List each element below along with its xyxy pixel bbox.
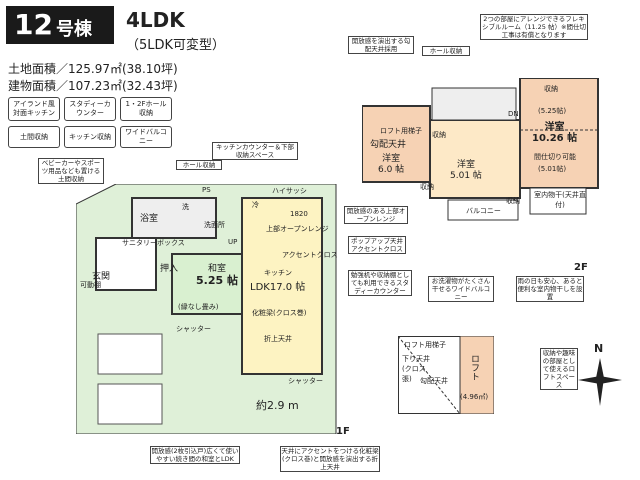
callout-open-range: 開放感のある上部オープンレンジ <box>344 206 408 224</box>
down-label: DN <box>508 110 519 118</box>
closet: 押入 <box>160 264 179 274</box>
shutter-b: シャッター <box>288 377 323 385</box>
accent-cloth-label: アクセントクロス <box>282 251 338 259</box>
balcony-label: バルコニー <box>466 207 501 215</box>
shutter-a: シャッター <box>176 325 211 333</box>
loft-ladder-label-2f: ロフト用梯子 <box>380 127 422 135</box>
movable-shelf-label: 可動棚 <box>80 281 101 289</box>
compass: N <box>572 342 628 410</box>
feature-kitchen-storage: キッチン収納 <box>64 126 116 148</box>
room-part-a: (5.25帖) <box>538 107 567 115</box>
land-area: 土地面積／125.97㎡(38.10坪) <box>8 62 178 76</box>
feature-hall-storage: 1・2Fホール収納 <box>120 97 172 121</box>
loft-below: 下り天井(クロス張) <box>402 355 430 383</box>
dimension-label: 1820 <box>290 210 308 218</box>
layout-title: 4LDK <box>126 8 185 32</box>
fridge-label: 冷 <box>252 201 259 209</box>
beam-label: 化粧梁(クロス巻) <box>252 309 307 317</box>
feature-island-kitchen: アイランド風対面キッチン <box>8 97 60 121</box>
up-label: UP <box>228 238 238 246</box>
bathroom: 浴室 <box>140 214 159 224</box>
building-area: 建物面積／107.23㎡(32.43坪) <box>8 79 178 93</box>
fold-ceiling-label: 折上天井 <box>264 335 292 343</box>
callout-fold-ceiling: 天井にアクセントをつける化粧梁(クロス巻)と開放感を演出する折上天井 <box>280 446 380 472</box>
compass-icon <box>578 358 622 406</box>
callout-wide-balcony: お洗濯物がたくさん干せるワイドバルコニー <box>428 276 494 302</box>
partition-label: 間仕切り可能 <box>534 153 576 161</box>
loft-slope: 勾配天井 <box>420 377 448 385</box>
callout-indoor-drying: 雨の日も安心、あると便利な室内物干しを設置 <box>516 276 584 302</box>
feature-doma-storage: 土間収納 <box>8 126 60 148</box>
loft-label: ロフト <box>469 354 479 381</box>
floor-label-2f: 2F <box>574 262 588 273</box>
lot-suffix: 号棟 <box>56 19 92 40</box>
callout-study-counter: 勉強机や収納棚としても利用できるスタディーカウンター <box>348 270 412 296</box>
storage-2f-wic: 収納 <box>544 85 558 93</box>
ps-label: PS <box>202 186 211 194</box>
callout-kitchen-counter: キッチンカウンター＆下部収納スペース <box>212 142 298 160</box>
callout-popup-ceiling: ポップアップ天井アクセントクロス <box>348 236 406 254</box>
callout-hall-storage-2f: ホール収納 <box>422 46 470 56</box>
washroom: 洗面所 <box>204 221 225 229</box>
storage-2f-b: 収納 <box>420 183 434 191</box>
feature-study-counter: スタディーカウンター <box>64 97 116 121</box>
storage-2f-a: 収納 <box>432 131 446 139</box>
feature-wide-balcony: ワイドバルコニー <box>120 126 172 148</box>
callout-sloped-ceiling: 開放感を演出する勾配天井採用 <box>348 36 414 54</box>
sloped-ceiling-label-2f: 勾配天井 <box>370 140 407 150</box>
width-label: 約2.9 m <box>256 399 299 412</box>
callout-flexible-room: 2つの部屋にアレンジできるフレキシブルルーム（11.25 帖）※間仕切工事は有償… <box>480 14 588 40</box>
layout-variant: （5LDK可変型） <box>126 38 226 53</box>
open-range-label: 上部オープンレンジ <box>266 225 329 233</box>
highsash-label: ハイサッシ <box>272 187 307 195</box>
callout-hall-storage-1f: ホール収納 <box>176 160 222 170</box>
floor-label-1f: 1F <box>336 426 350 437</box>
washer: 洗 <box>182 203 189 211</box>
callout-stroller-storage: ベビーカーやスポーツ用品なども置ける土間収納 <box>38 158 104 184</box>
lot-number-badge: 12 号棟 <box>6 6 114 44</box>
kitchen-label: キッチン <box>264 269 292 277</box>
tokonoma-label: (縁なし畳み) <box>178 303 219 311</box>
callout-tatami-ldk: 開放感(2枚引込戸)広くて使いやすい続き間の和室とLDK <box>150 446 240 464</box>
ldk-label: LDK17.0 帖 <box>250 282 306 293</box>
lot-number: 12 <box>14 8 53 41</box>
callout-loft-space: 収納や趣味の部屋として使えるロフトスペース <box>540 348 578 390</box>
loft-size: (4.96㎡) <box>460 393 489 401</box>
sanitary-box: サニタリーボックス <box>122 239 185 247</box>
room-part-b: (5.01帖) <box>538 165 567 173</box>
north-label: N <box>594 342 604 355</box>
entrance: 玄関 <box>92 272 111 282</box>
indoor-dryer-label: 室内物干(天井直付) <box>534 191 586 209</box>
storage-2f-c: 収納 <box>506 197 520 205</box>
loft-ladder-label: ロフト用梯子 <box>404 341 446 349</box>
loft-plan: ロフト用梯子 ロフト (4.96㎡) 勾配天井 下り天井(クロス張) <box>398 336 494 414</box>
